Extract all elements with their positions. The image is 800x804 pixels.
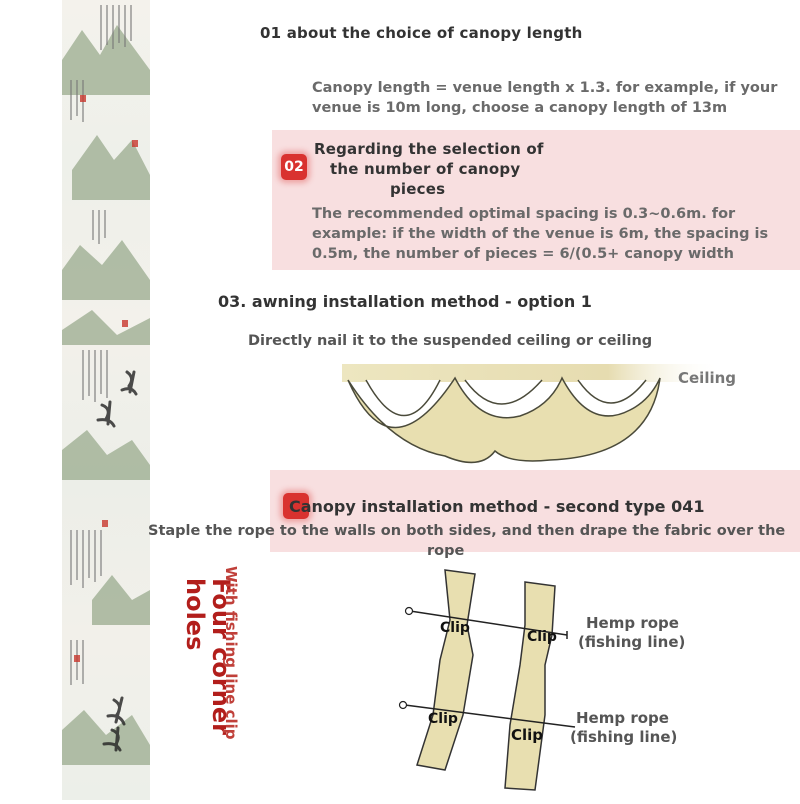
- section1-body-line1: Canopy length = venue length x 1.3. for …: [312, 80, 778, 96]
- section1-title: 01 about the choice of canopy length: [260, 24, 583, 42]
- ceiling-bar: [342, 364, 722, 382]
- section3-subtitle: Directly nail it to the suspended ceilin…: [248, 333, 653, 349]
- ceiling-canopy-diagram: [342, 364, 722, 464]
- clip-label-lower-right: Clip: [511, 726, 544, 744]
- canopy-inner-curves: [365, 379, 647, 417]
- rope-line-lower: [404, 704, 576, 728]
- section4-subtitle-line1: Staple the rope to the walls on both sid…: [148, 523, 786, 539]
- rope-fabric-diagram: [398, 569, 576, 791]
- clip-label-upper-left: Clip: [440, 620, 470, 636]
- hemp-rope-upper-line1: Hemp rope: [586, 614, 679, 632]
- hemp-rope-label-lower: Hemp rope (fishing line): [570, 709, 677, 747]
- clip-label-upper-right: Clip: [527, 629, 557, 645]
- section1-body-line2: venue is 10m long, choose a canopy lengt…: [312, 100, 728, 116]
- hemp-rope-lower-line1: Hemp rope: [576, 709, 669, 727]
- rope-upper-hole: [404, 606, 414, 616]
- section3-title: 03. awning installation method - option …: [218, 292, 592, 311]
- section4-subtitle-line2: rope: [427, 543, 465, 559]
- section2-title-line2: the number of canopy: [330, 160, 521, 178]
- canopy-swag-shape: [347, 376, 661, 464]
- section4-background: [270, 470, 800, 552]
- section2-background: [272, 130, 800, 270]
- landscape-scroll-strip: [62, 0, 150, 800]
- hemp-rope-lower-line2: (fishing line): [570, 728, 678, 746]
- hemp-rope-upper-line2: (fishing line): [578, 633, 686, 651]
- fabric-strip-left: [416, 569, 476, 771]
- section2-body-line2: example: if the width of the venue is 6m…: [312, 226, 769, 242]
- hemp-rope-label-upper: Hemp rope (fishing line): [578, 614, 685, 652]
- four-corner-holes-label: Four corner holes: [181, 578, 235, 735]
- rope-line-upper: [409, 610, 568, 636]
- four-corner-holes-line2: holes: [181, 578, 209, 651]
- rope-lower-hole: [398, 700, 408, 710]
- fabric-strip-right: [504, 581, 556, 791]
- landscape-painting-image: [62, 5, 150, 765]
- section2-body-line3: 0.5m, the number of pieces = 6/(0.5+ can…: [312, 246, 734, 262]
- section2-body-line1: The recommended optimal spacing is 0.3~0…: [312, 206, 736, 222]
- section2-title-line1: Regarding the selection of: [314, 140, 544, 158]
- section2-number-badge: 02: [281, 154, 307, 180]
- ceiling-label: Ceiling: [678, 369, 737, 387]
- four-corner-holes-line1: Four corner: [207, 578, 235, 735]
- clip-label-lower-left: Clip: [428, 711, 458, 727]
- fishing-line-clip-label: With fishing line clip: [222, 566, 240, 740]
- section2-title-line3: pieces: [390, 180, 446, 198]
- section4-title: Canopy installation method - second type…: [289, 497, 705, 516]
- section4-number-badge: [283, 493, 309, 519]
